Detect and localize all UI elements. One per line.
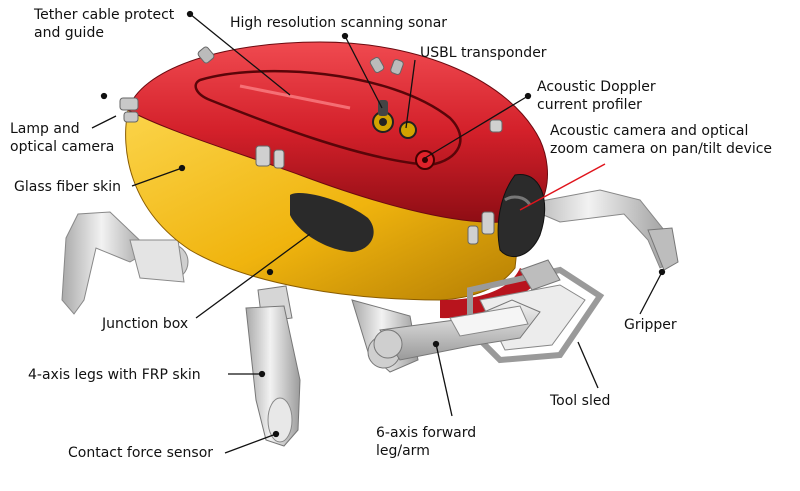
label-line: current profiler: [537, 97, 642, 113]
label-6-axis-forward-leg: 6-axis forward leg/arm: [376, 424, 476, 460]
forward-arm: [373, 299, 541, 361]
label-line: High resolution scanning sonar: [230, 15, 448, 31]
lamp-cluster: [119, 97, 139, 123]
label-line: USBL transponder: [420, 45, 547, 61]
label-acoustic-camera: Acoustic camera and optical zoom camera …: [550, 122, 772, 158]
label-line: zoom camera on pan/tilt device: [550, 141, 773, 157]
label-4-axis-legs: 4-axis legs with FRP skin: [28, 366, 201, 384]
label-tether-cable-guide: Tether cable protect and guide: [34, 6, 174, 42]
label-scanning-sonar: High resolution scanning sonar: [230, 14, 447, 32]
label-gripper: Gripper: [624, 316, 677, 334]
rear-left-leg: [61, 211, 189, 315]
label-line: and guide: [34, 25, 104, 41]
label-line: Tool sled: [550, 393, 611, 409]
label-tool-sled: Tool sled: [550, 392, 610, 410]
hull-top-shell: [127, 41, 548, 223]
label-line: 4-axis legs with FRP skin: [28, 367, 201, 383]
junction-box-opening: [290, 192, 374, 252]
label-glass-fiber-skin: Glass fiber skin: [14, 178, 121, 196]
label-junction-box: Junction box: [102, 315, 188, 333]
front-window: [497, 174, 546, 258]
label-line: Acoustic Doppler: [537, 79, 656, 95]
label-line: Junction box: [102, 316, 189, 332]
laser-pointer: [519, 163, 606, 211]
label-line: Gripper: [624, 317, 677, 333]
label-line: Acoustic camera and optical: [550, 123, 749, 139]
hull-connectors: [255, 119, 503, 245]
label-usbl-transponder: USBL transponder: [420, 44, 547, 62]
label-line: optical camera: [10, 139, 115, 155]
label-line: leg/arm: [376, 443, 430, 459]
label-line: Contact force sensor: [68, 445, 214, 461]
top-hatch: [194, 69, 462, 167]
leader-lines: [91, 10, 666, 454]
label-contact-force-sensor: Contact force sensor: [68, 444, 213, 462]
label-acoustic-doppler: Acoustic Doppler current profiler: [537, 78, 656, 114]
label-line: Tether cable protect: [34, 7, 175, 23]
label-line: Lamp and: [10, 121, 80, 137]
label-line: Glass fiber skin: [14, 179, 122, 195]
front-left-leg: [245, 285, 301, 447]
label-lamp-camera: Lamp and optical camera: [10, 120, 114, 156]
right-rear-leg: [518, 189, 679, 271]
label-line: 6-axis forward: [376, 425, 477, 441]
